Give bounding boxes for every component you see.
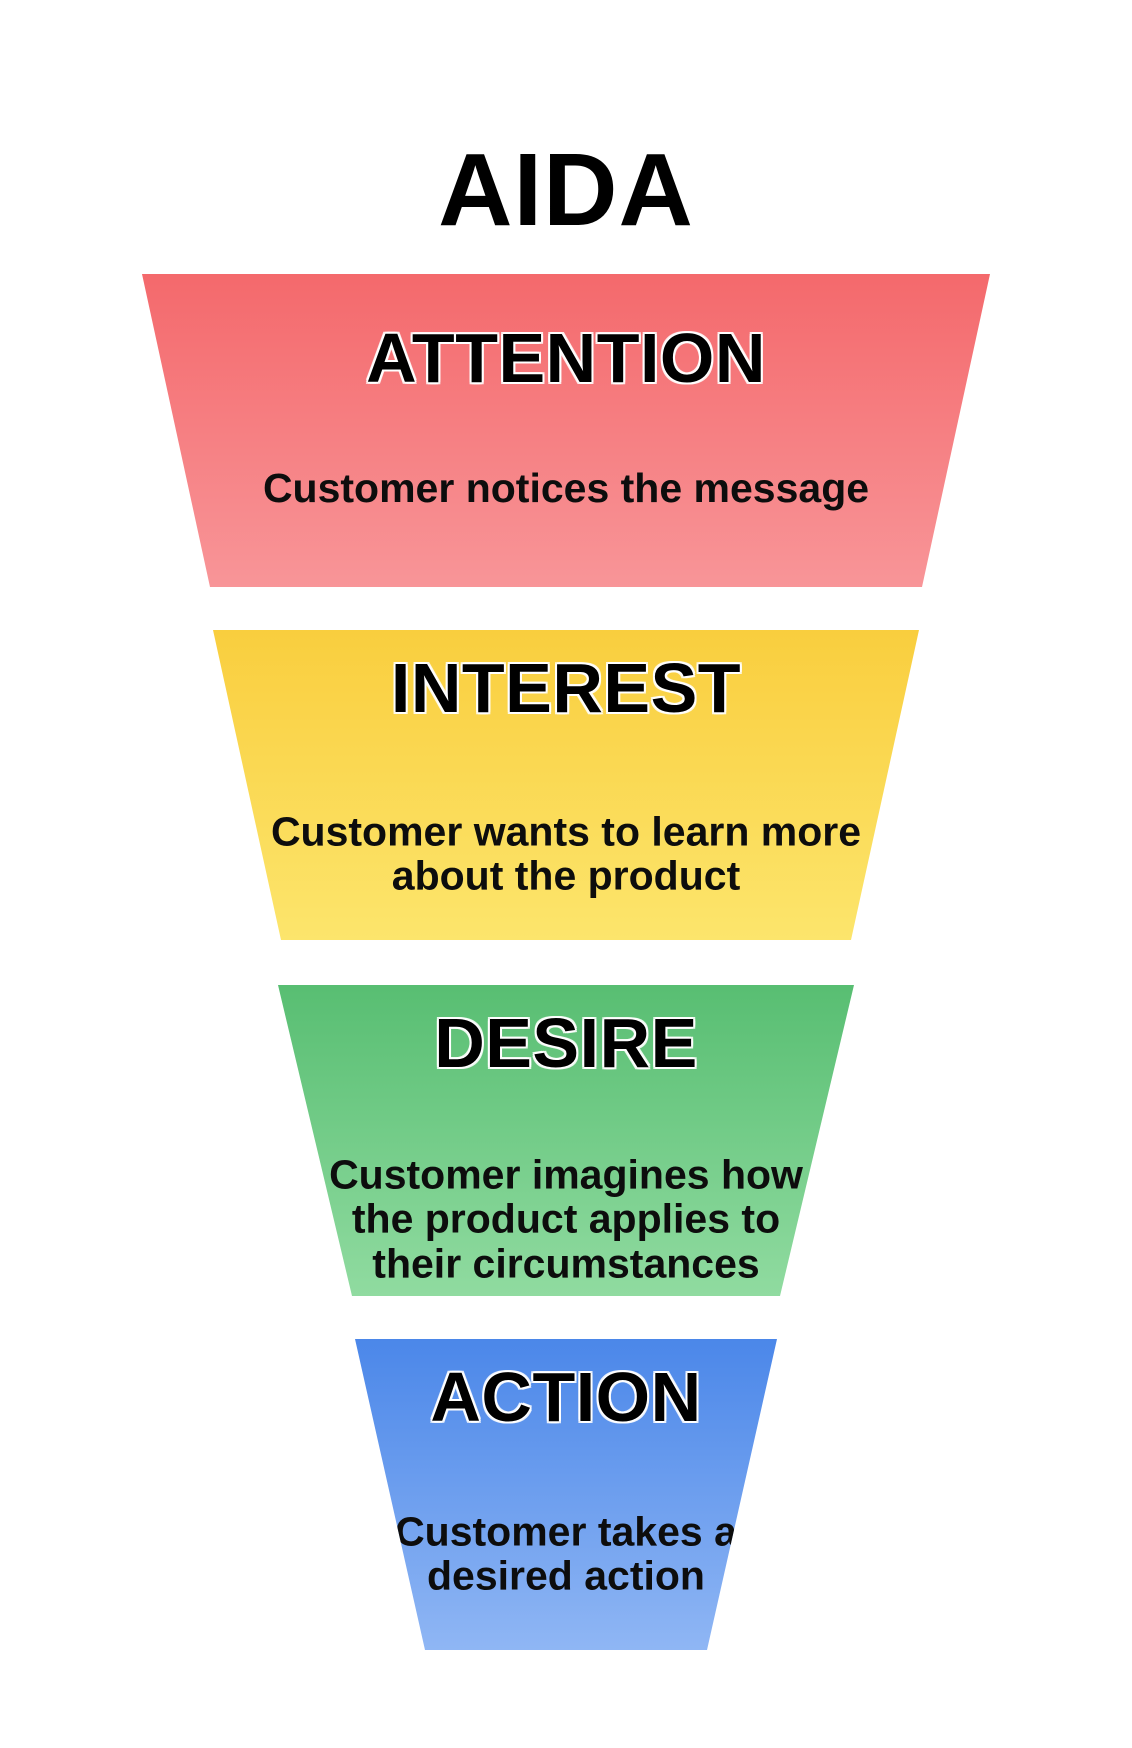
funnel-stage-attention: ATTENTION Customer notices the message — [142, 274, 990, 587]
stage-desire-description: Customer imagines how the product applie… — [329, 1151, 803, 1287]
stage-interest-label: INTEREST — [390, 649, 742, 727]
stage-action-description: Customer takes a desired action — [395, 1508, 737, 1599]
page-title: AIDA — [438, 132, 694, 247]
stage-desire-label: DESIRE — [434, 1004, 698, 1082]
funnel-stage-interest: INTEREST Customer wants to learn more ab… — [213, 630, 919, 940]
stage-attention-description: Customer notices the message — [262, 464, 870, 511]
funnel-stage-desire: DESIRE Customer imagines how the product… — [278, 985, 854, 1296]
funnel-stage-action: ACTION Customer takes a desired action — [355, 1339, 777, 1650]
stage-action-label: ACTION — [430, 1358, 702, 1436]
stage-interest-description: Customer wants to learn more about the p… — [270, 808, 862, 899]
stage-attention-label: ATTENTION — [366, 319, 766, 397]
